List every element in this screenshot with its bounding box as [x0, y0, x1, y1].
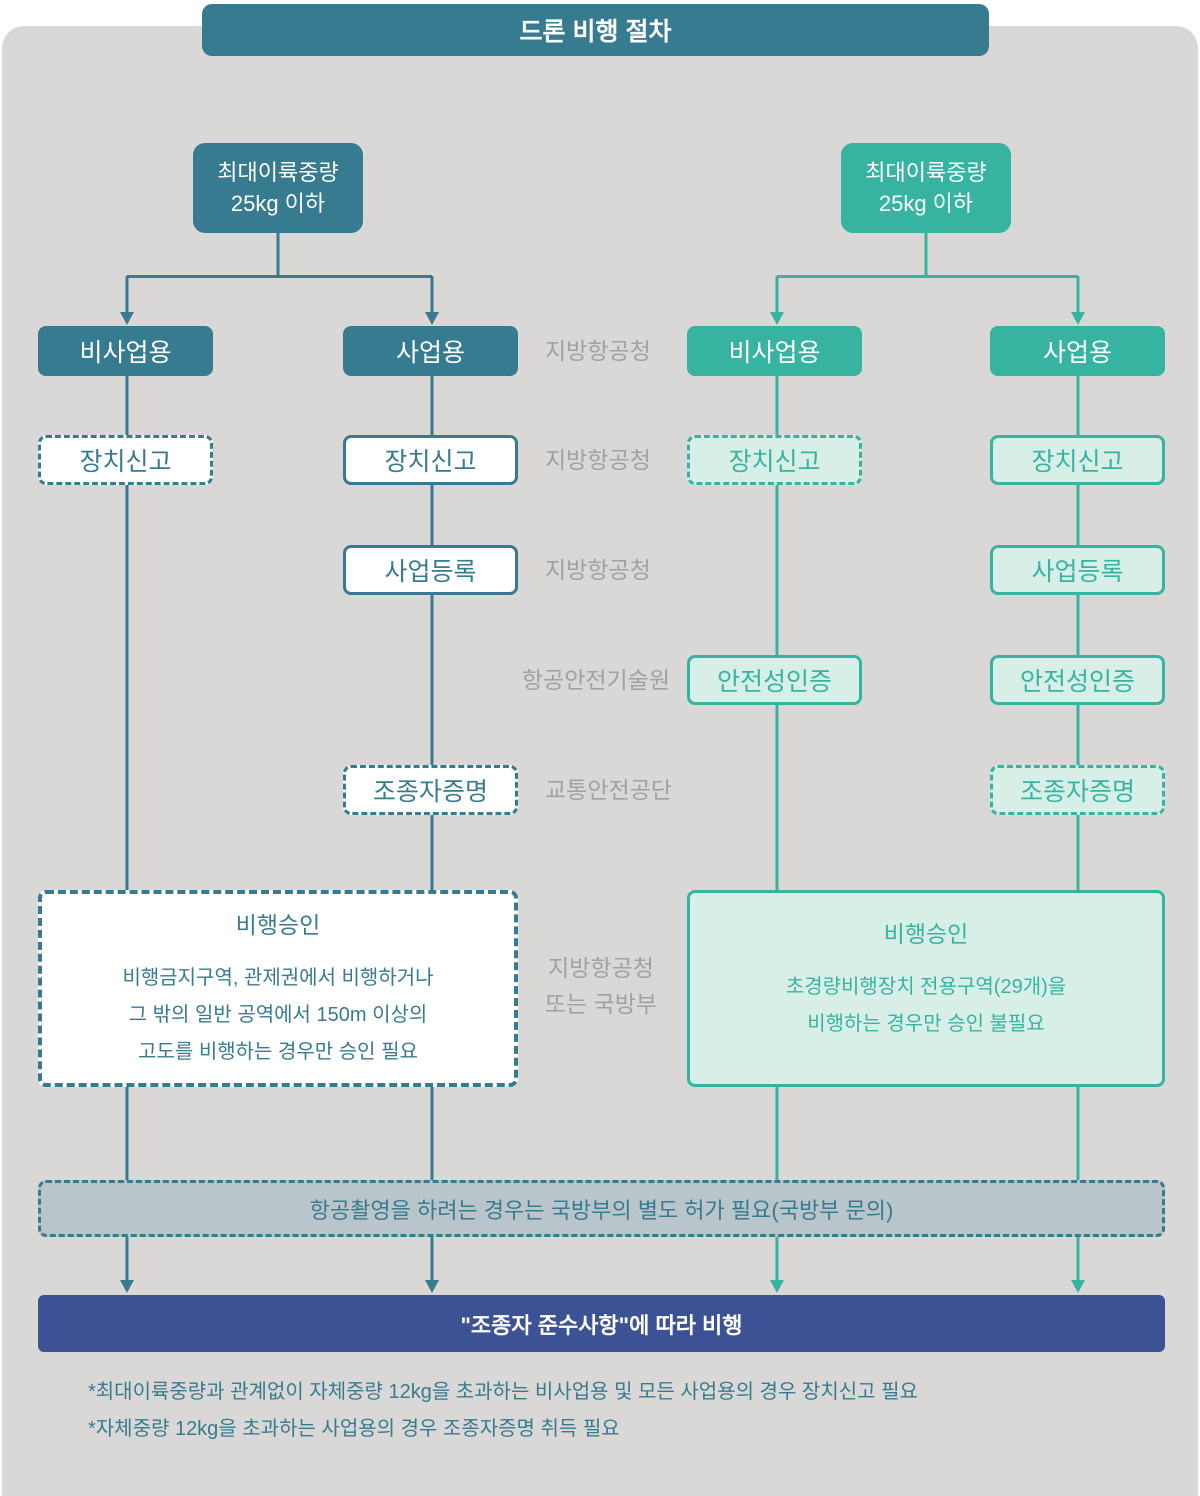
left-device-report-nb-box: 장치신고 [38, 435, 213, 485]
right-device-report-nb-box: 장치신고 [687, 435, 862, 485]
agency-label-transport-safety-authority: 교통안전공단 [545, 777, 672, 803]
right-non-business-box: 비사업용 [687, 326, 862, 376]
right-flight-approval-line2: 비행하는 경우만 승인 불필요 [807, 1012, 1045, 1035]
right-root-line1: 최대이륙중량 [865, 160, 987, 185]
right-safety-cert-nb-box: 안전성인증 [687, 655, 862, 705]
right-pilot-certificate-box: 조종자증명 [990, 765, 1165, 815]
diagram-title-text: 드론 비행 절차 [519, 18, 672, 46]
right-flight-approval-body: 초경량비행장치 전용구역(29개)을 비행하는 경우만 승인 불필요 [786, 969, 1066, 1043]
right-flight-approval-line1: 초경량비행장치 전용구역(29개)을 [785, 975, 1067, 998]
left-non-business-box: 비사업용 [38, 326, 213, 376]
agency-label-regional-aviation-3: 지방항공청 [545, 557, 651, 583]
diagram-background [2, 26, 1198, 1496]
left-flight-approval-line2: 그 밖의 일반 공역에서 150m 이상의 [128, 1004, 428, 1026]
footnote-2: *자체중량 12kg을 초과하는 사업용의 경우 조종자증명 취득 필요 [88, 1418, 620, 1440]
left-root-line2: 25kg 이하 [230, 191, 326, 216]
left-tree-connectors [120, 232, 439, 1293]
agency-label-regional-aviation-2: 지방항공청 [545, 447, 651, 473]
left-business-box: 사업용 [343, 326, 518, 376]
footnote-1: *최대이륙중량과 관계없이 자체중량 12kg을 초과하는 비사업용 및 모든 … [88, 1381, 918, 1403]
left-root-line1: 최대이륙중량 [217, 160, 339, 185]
left-flight-approval-line1: 비행금지구역, 관제권에서 비행하거나 [122, 967, 434, 989]
footnotes: *최대이륙중량과 관계없이 자체중량 12kg을 초과하는 비사업용 및 모든 … [88, 1374, 918, 1448]
pilot-compliance-bar: "조종자 준수사항"에 따라 비행 [38, 1295, 1165, 1352]
left-flight-approval-body: 비행금지구역, 관제권에서 비행하거나 그 밖의 일반 공역에서 150m 이상… [122, 960, 433, 1071]
left-flight-approval-line3: 고도를 비행하는 경우만 승인 필요 [138, 1041, 418, 1063]
agency-label-regional-aviation-or-defense: 지방항공청 또는 국방부 [520, 950, 682, 1022]
left-flight-approval-title: 비행승인 [235, 912, 321, 938]
left-device-report-b-box: 장치신고 [343, 435, 518, 485]
agency-label-row7-line1: 지방항공청 [548, 955, 654, 981]
agency-label-aviation-safety-institute: 항공안전기술원 [521, 667, 670, 693]
right-business-registration-box: 사업등록 [990, 545, 1165, 595]
right-flight-approval-title: 비행승인 [883, 920, 969, 947]
right-device-report-b-box: 장치신고 [990, 435, 1165, 485]
diagram-title: 드론 비행 절차 [202, 4, 989, 56]
right-tree-connectors [770, 232, 1085, 1293]
left-root-box: 최대이륙중량 25kg 이하 [193, 143, 363, 233]
left-pilot-certificate-box: 조종자증명 [343, 765, 518, 815]
left-business-registration-box: 사업등록 [343, 545, 518, 595]
agency-label-row7-line2: 또는 국방부 [544, 991, 658, 1017]
right-root-line2: 25kg 이하 [878, 191, 974, 216]
left-flight-approval-box: 비행승인 비행금지구역, 관제권에서 비행하거나 그 밖의 일반 공역에서 15… [38, 890, 518, 1087]
right-business-box: 사업용 [990, 326, 1165, 376]
agency-label-regional-aviation-1: 지방항공청 [545, 338, 651, 364]
right-root-box: 최대이륙중량 25kg 이하 [841, 143, 1011, 233]
right-safety-cert-b-box: 안전성인증 [990, 655, 1165, 705]
aerial-photography-permission-bar: 항공촬영을 하려는 경우는 국방부의 별도 허가 필요(국방부 문의) [38, 1180, 1165, 1237]
right-flight-approval-box: 비행승인 초경량비행장치 전용구역(29개)을 비행하는 경우만 승인 불필요 [687, 890, 1165, 1087]
